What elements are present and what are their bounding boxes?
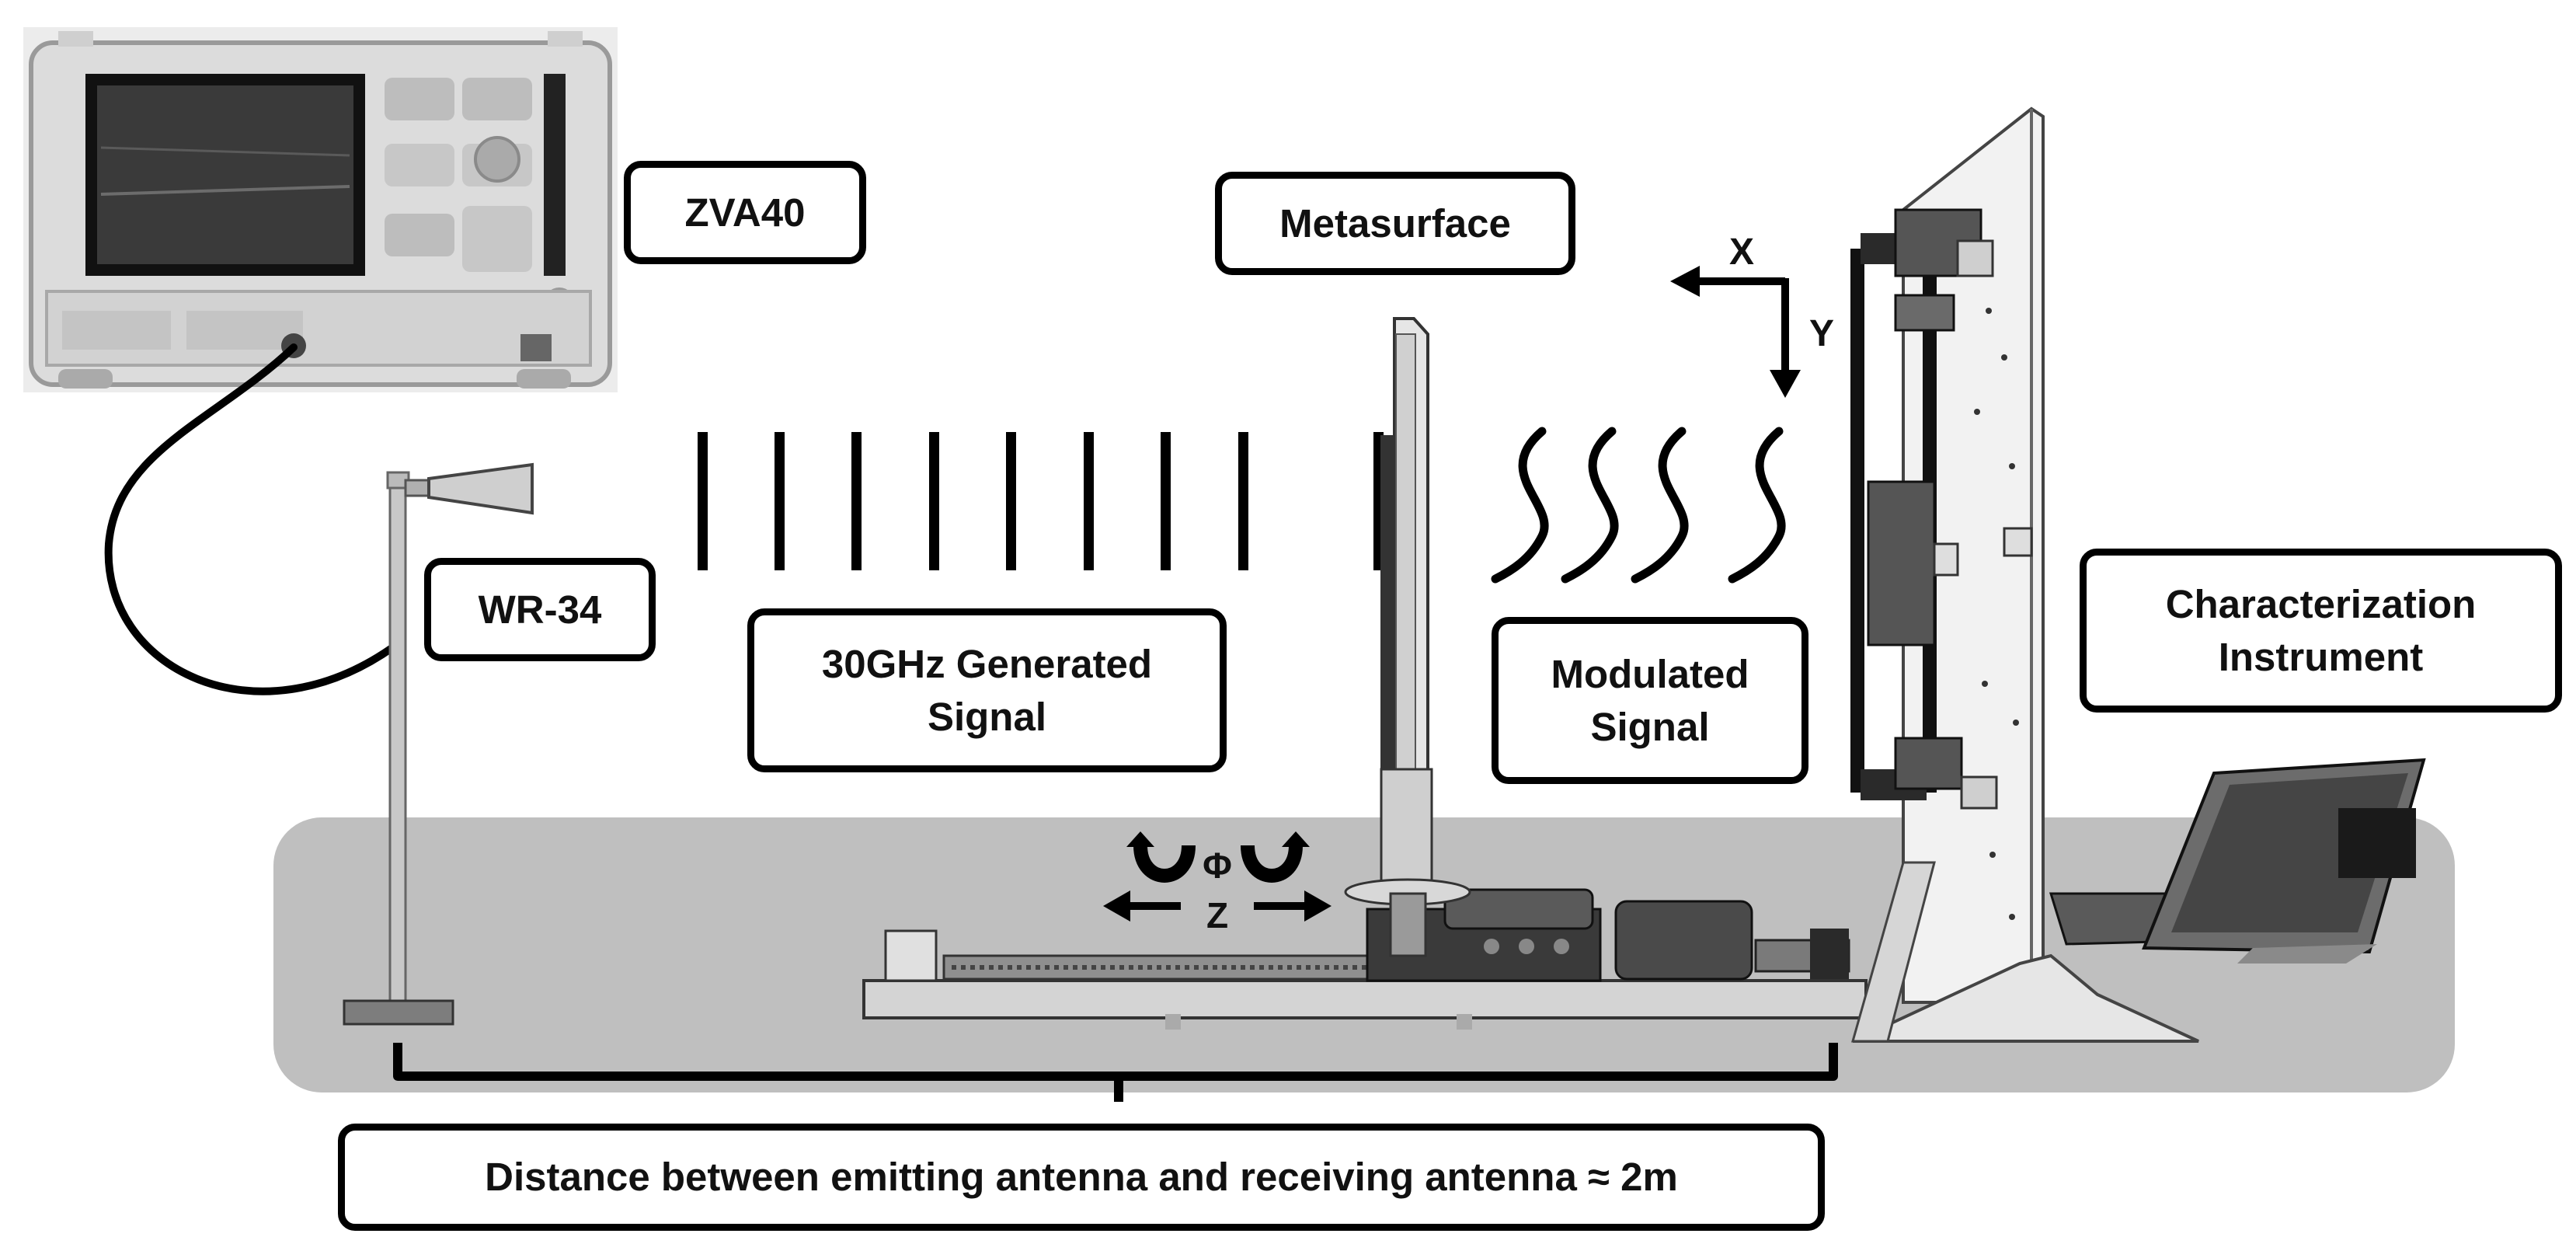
y-axis-label: Y xyxy=(1809,313,1834,354)
generated-signal-wavefronts xyxy=(698,432,1384,570)
generated-signal-label: 30GHz Generated Signal xyxy=(747,608,1227,772)
vna-instrument xyxy=(23,27,618,392)
phi-label: Φ xyxy=(1203,845,1232,886)
xy-axes: X Y xyxy=(1670,232,1834,398)
horn-label: WR-34 xyxy=(424,558,656,661)
x-axis-label: X xyxy=(1729,232,1754,273)
distance-label: Distance between emitting antenna and re… xyxy=(338,1124,1825,1231)
z-right-arrow-head xyxy=(1304,890,1332,922)
distance-bracket xyxy=(393,1043,1838,1102)
coax-cable xyxy=(104,343,400,695)
modulated-signal-waves xyxy=(1491,427,1786,584)
z-phi-motion-indicators: Φ Z xyxy=(1103,831,1332,936)
horn-antenna-icon xyxy=(427,462,534,515)
horn-antenna-stand xyxy=(343,471,454,1026)
characterization-frame xyxy=(1850,106,2199,1043)
modulated-signal-label: Modulated Signal xyxy=(1492,617,1808,784)
rotate-cw-icon xyxy=(1241,845,1303,883)
metasurface-assembly xyxy=(1344,317,1471,957)
y-arrow-head xyxy=(1770,370,1801,398)
z-label: Z xyxy=(1206,895,1228,936)
metasurface-label: Metasurface xyxy=(1215,172,1575,275)
laptop-icon xyxy=(2049,758,2426,964)
instrument-label: Characterization Instrument xyxy=(2080,549,2562,713)
vna-label: ZVA40 xyxy=(624,161,866,264)
rotate-ccw-icon xyxy=(1133,845,1196,883)
z-left-arrow-head xyxy=(1103,890,1130,922)
x-arrow-head xyxy=(1670,266,1700,297)
